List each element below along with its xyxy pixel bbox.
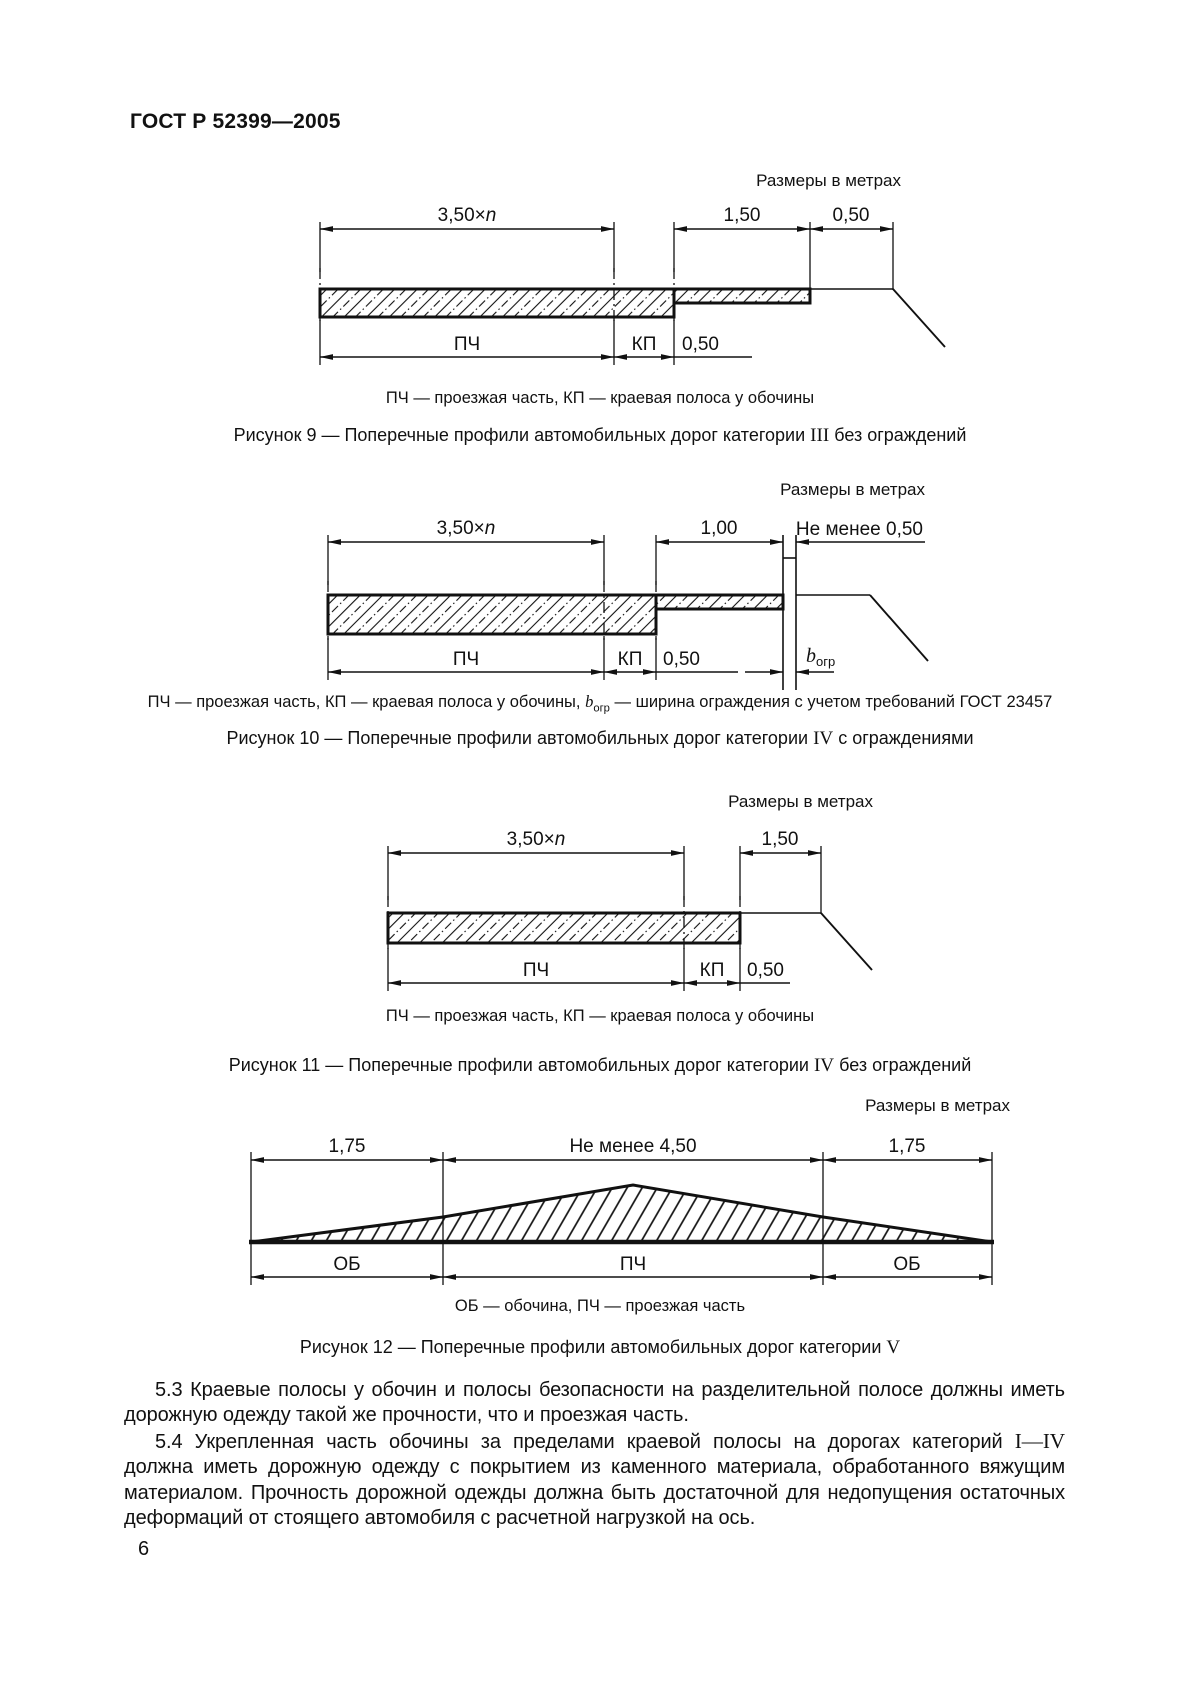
paragraph-5-4: 5.4 Укрепленная часть обочины за предела…: [124, 1429, 1065, 1530]
fig12-units-note: Размеры в метрах: [865, 1096, 1010, 1115]
fig12-pch-label: ПЧ: [620, 1254, 646, 1275]
fig10-units-note: Размеры в метрах: [780, 480, 925, 499]
fig12-caption: Рисунок 12 — Поперечные профили автомоби…: [299, 1337, 901, 1358]
fig12-dim-right-label: 1,75: [889, 1136, 926, 1157]
fig9-legend: ПЧ — проезжая часть, КП — краевая полоса…: [385, 389, 815, 407]
fig10-caption: Рисунок 10 — Поперечные профили автомоби…: [226, 728, 974, 749]
fig9-carriageway-bar: [318, 287, 676, 319]
fig12-drawing: 1,75 Не менее 4,50 1,75 ОБ ПЧ ОБ: [249, 1136, 994, 1285]
fig11-offset-label: 0,50: [747, 960, 784, 981]
fig9-dim-lanes-label: 3,50×n: [438, 205, 497, 226]
fig11-kp-label: КП: [700, 960, 725, 981]
fig11-pch-label: ПЧ: [523, 960, 549, 981]
fig11-carriageway-bar: [386, 911, 742, 945]
paragraph-5-3: 5.3 Краевые полосы у обочин и полосы без…: [124, 1379, 1065, 1427]
fig9-kp-label: КП: [632, 334, 657, 355]
fig9-dim-shoulder-label: 1,50: [724, 205, 761, 226]
fig12-dim-left-label: 1,75: [329, 1136, 366, 1157]
fig10-embankment-slope: [869, 594, 929, 662]
fig12-dim-middle-label: Не менее 4,50: [569, 1136, 696, 1157]
fig11-caption: Рисунок 11 — Поперечные профили автомоби…: [228, 1055, 972, 1076]
fig10-drawing: 3,50×n 1,00 Не менее 0,50 ПЧ КП 0,50 bог…: [326, 518, 929, 690]
fig10-kp-label: КП: [618, 649, 643, 670]
page-number: 6: [138, 1538, 150, 1560]
fig9-shoulder-strip: [672, 287, 812, 305]
fig10-dim-barrier-label: Не менее 0,50: [796, 519, 923, 540]
fig11-units-note: Размеры в метрах: [728, 792, 873, 811]
fig9-pch-label: ПЧ: [454, 334, 480, 355]
fig10-barrier-post: [782, 535, 797, 690]
fig11-dim-lanes-label: 3,50×n: [507, 829, 566, 850]
fig10-dim-strip-label: 1,00: [701, 518, 738, 539]
fig11-dim-shoulder-label: 1,50: [762, 829, 799, 850]
fig10-legend: ПЧ — проезжая часть, КП — краевая полоса…: [147, 692, 1053, 715]
fig9-offset-label: 0,50: [682, 334, 719, 355]
fig10-shoulder-strip: [654, 593, 785, 611]
fig11-drawing: 3,50×n 1,50 ПЧ КП 0,50: [386, 829, 873, 991]
fig12-ob-left-label: ОБ: [333, 1254, 360, 1275]
fig10-carriageway-bar: [326, 593, 658, 636]
fig10-pch-label: ПЧ: [453, 649, 479, 670]
fig9-dim-edge-label: 0,50: [833, 205, 870, 226]
fig9-embankment-slope: [892, 288, 946, 348]
fig12-extension-lines: [250, 1152, 993, 1285]
fig9-units-note: Размеры в метрах: [756, 171, 901, 190]
fig12-road-profile: [250, 1183, 993, 1244]
fig9-drawing: 3,50×n 1,50 0,50 ПЧ КП 0,50: [318, 205, 946, 365]
fig11-legend: ПЧ — проезжая часть, КП — краевая полоса…: [385, 1007, 815, 1025]
fig10-dim-lanes-label: 3,50×n: [437, 518, 496, 539]
fig10-offset-label: 0,50: [663, 649, 700, 670]
fig11-embankment-slope: [820, 912, 873, 971]
fig10-barrier-width-label: bогр: [806, 645, 835, 669]
fig9-caption: Рисунок 9 — Поперечные профили автомобил…: [233, 425, 967, 446]
fig12-legend: ОБ — обочина, ПЧ — проезжая часть: [454, 1297, 746, 1315]
document-header: ГОСТ Р 52399—2005: [130, 110, 341, 133]
fig12-ob-right-label: ОБ: [893, 1254, 920, 1275]
